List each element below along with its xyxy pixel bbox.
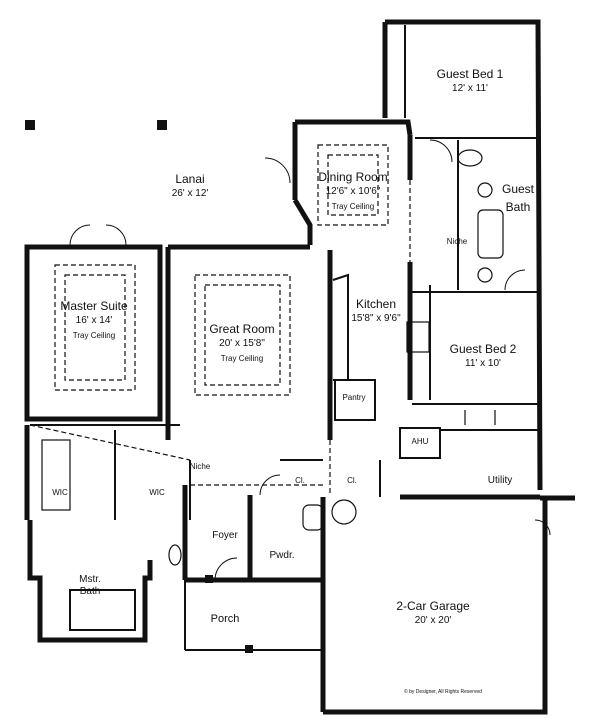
room-dimensions: 20' x 20' [414,615,452,627]
room-guest-bath: Guest Bath [498,180,538,217]
label-master-bath: Mstr.Bath [79,574,101,597]
room-dimensions: 26' x 12' [171,188,209,200]
room-great-room: Great Room 20' x 15'8" Tray Ceiling [209,320,274,363]
exterior-walls [24,19,575,715]
room-dimensions: 11' x 10' [465,358,501,370]
label-porch: Porch [210,613,240,625]
label-ahu: AHU [411,437,429,446]
label-foyer: Foyer [212,530,238,541]
room-garage: 2-Car Garage 20' x 20' [396,597,469,627]
room-name: 2-Car Garage [396,599,470,613]
room-dining-room: Dining Room 12'6" x 10'6" Tray Ceiling [318,168,387,211]
room-dimensions: 15'8" x 9'6" [351,313,401,325]
label-closet-2: Cl. [347,476,357,485]
label-closet-1: Cl. [295,476,305,485]
room-master-suite: Master Suite 16' x 14' Tray Ceiling [60,297,127,340]
room-note: Tray Ceiling [331,201,375,211]
room-name: Guest Bed 2 [449,342,517,356]
room-note: Tray Ceiling [220,353,264,363]
copyright-notice: © by Designer, All Rights Reserved [404,689,482,695]
label-wic-left: WIC [52,488,68,497]
label-master-bath-line2: Bath [79,585,101,597]
room-note: Tray Ceiling [72,330,116,340]
room-dimensions: 16' x 14' [75,315,113,327]
room-dimensions: 12' x 11' [452,83,488,95]
room-name: Great Room [209,322,275,336]
room-kitchen: Kitchen 15'8" x 9'6" [351,295,400,325]
room-name: Guest Bath [501,182,534,215]
label-niche-hall: Niche [446,237,468,246]
label-utility: Utility [487,475,513,486]
room-name: Dining Room [318,170,388,184]
label-pantry: Pantry [342,393,366,402]
room-name: Lanai [175,172,205,186]
label-powder: Pwdr. [269,550,295,561]
label-wic-right: WIC [149,488,165,497]
room-lanai: Lanai 26' x 12' [172,170,209,200]
room-name: Kitchen [355,297,397,311]
label-niche-foyer: Niche [189,462,211,471]
room-dimensions: 20' x 15'8" [219,338,265,350]
room-name: Guest Bed 1 [436,67,504,81]
room-guest-bed-2: Guest Bed 2 11' x 10' [450,340,517,370]
room-guest-bed-1: Guest Bed 1 12' x 11' [437,65,504,95]
label-master-bath-line1: Mstr. [79,574,101,585]
room-name: Master Suite [60,299,128,313]
room-dimensions: 12'6" x 10'6" [325,186,381,198]
